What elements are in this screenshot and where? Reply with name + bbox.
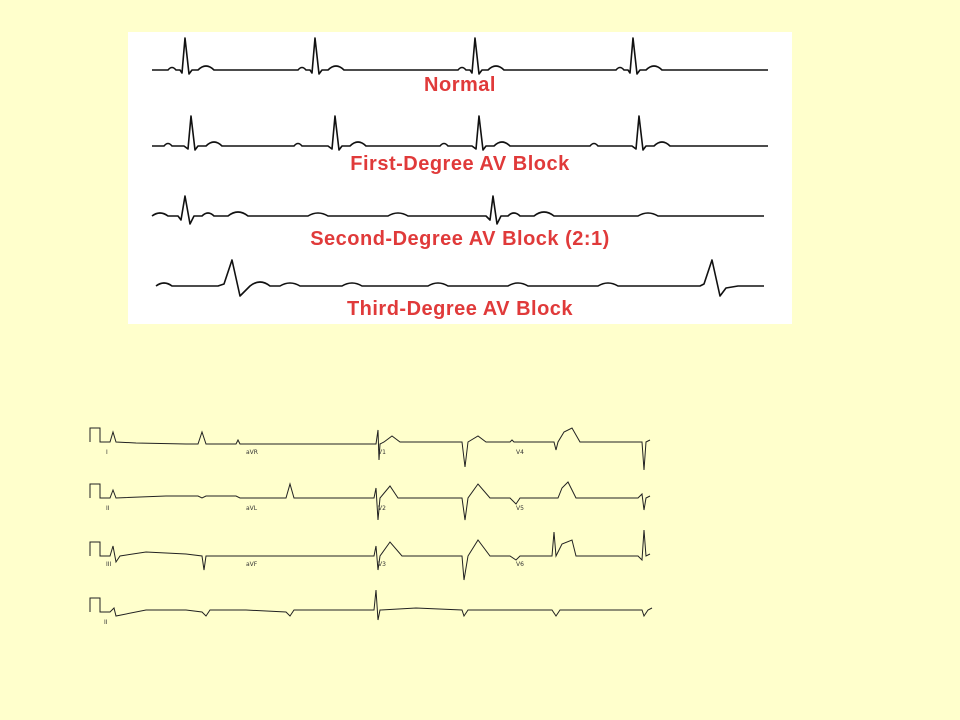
lead-label-avr: aVR	[246, 449, 258, 456]
second-degree-label: Second-Degree AV Block (2:1)	[310, 228, 610, 250]
normal-label: Normal	[424, 74, 496, 96]
ecg-row-2-trace	[89, 481, 651, 521]
rhythm-strips-svg	[151, 37, 768, 297]
lead-label-rhythm-ii: II	[104, 619, 108, 626]
lead-label-v3: V3	[378, 561, 386, 568]
lead-label-i: I	[106, 449, 108, 456]
lead-label-ii: II	[106, 505, 110, 512]
av-block-diagram-panel: Normal First-Degree AV Block Second-Degr…	[128, 32, 792, 324]
third-degree-label: Third-Degree AV Block	[346, 298, 574, 320]
ecg-row-1-trace	[89, 427, 651, 471]
ecg-row-4-trace	[89, 589, 653, 621]
normal-strip-trace	[152, 37, 768, 75]
ecg-row-3-trace	[89, 529, 651, 581]
lead-label-v2: V2	[378, 505, 386, 512]
first-degree-strip-trace	[152, 115, 768, 151]
lead-label-v4: V4	[516, 449, 524, 456]
lead-label-v5: V5	[516, 505, 524, 512]
lead-label-v6: V6	[516, 561, 524, 568]
third-degree-strip-trace	[155, 259, 764, 297]
lead-label-v1: V1	[378, 449, 386, 456]
twelve-lead-ecg: I aVR V1 V4 II aVL V2 V5 III aVF V3 V6 I…	[89, 427, 653, 626]
lead-label-avl: aVL	[246, 505, 258, 512]
lead-label-iii: III	[106, 561, 112, 568]
lead-label-avf: aVF	[246, 561, 258, 568]
second-degree-strip-trace	[151, 195, 764, 225]
first-degree-label: First-Degree AV Block	[350, 153, 570, 175]
